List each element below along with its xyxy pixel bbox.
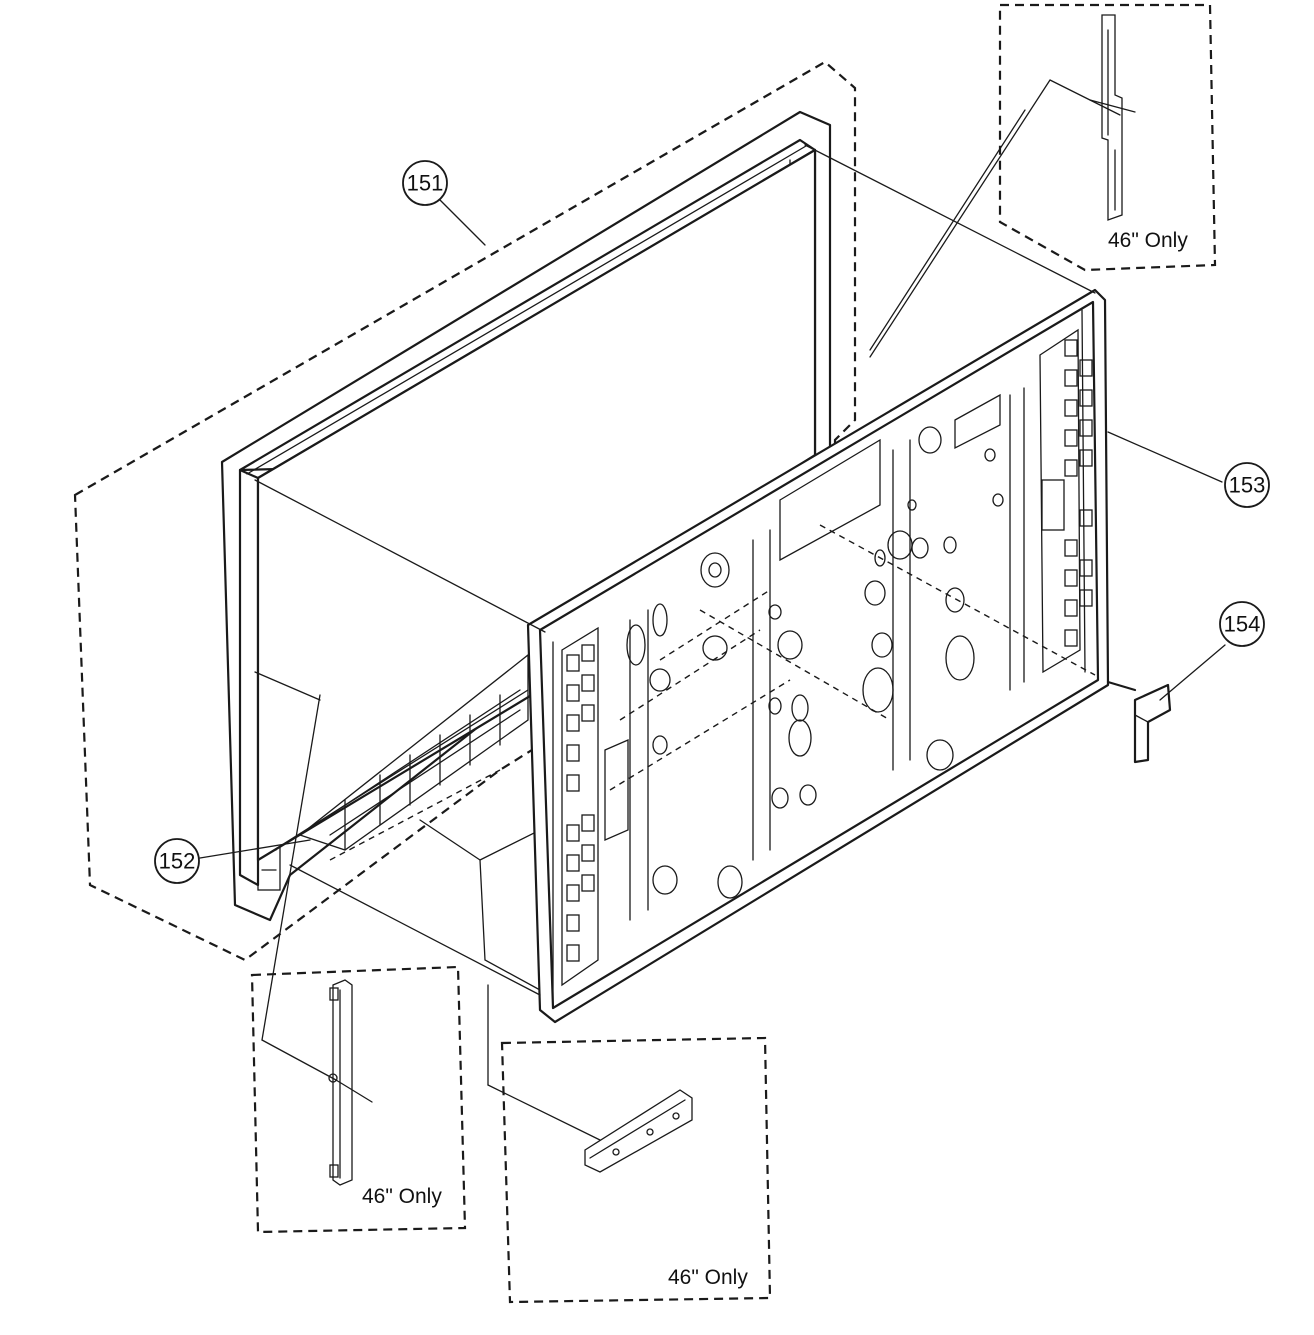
callout-154-label: 154 <box>1224 612 1261 637</box>
note-bottom-center: 46" Only <box>668 1266 748 1289</box>
callout-154: 154 <box>1219 601 1265 647</box>
detail-box-bottom-center <box>487 984 772 1304</box>
note-top-right: 46" Only <box>1108 229 1188 252</box>
detail-box-top-right <box>869 3 1217 358</box>
detail-box-bottom-left <box>250 671 467 1234</box>
cover-mount-holes <box>626 426 1004 899</box>
bracket-154 <box>1106 680 1172 764</box>
alignment-lines <box>254 144 1096 996</box>
leader-lines <box>199 199 1226 859</box>
callout-153: 153 <box>1224 462 1270 508</box>
callout-153-label: 153 <box>1229 473 1266 498</box>
cover-ribs <box>604 387 1025 921</box>
callout-151-label: 151 <box>407 171 444 196</box>
callout-152-label: 152 <box>159 849 196 874</box>
right-tab-column <box>1041 339 1093 647</box>
callout-151: 151 <box>402 160 448 206</box>
left-tab-column <box>566 644 595 962</box>
note-bottom-left: 46" Only <box>362 1185 442 1208</box>
callout-152: 152 <box>154 838 200 884</box>
back-cover-153 <box>526 288 1110 1024</box>
